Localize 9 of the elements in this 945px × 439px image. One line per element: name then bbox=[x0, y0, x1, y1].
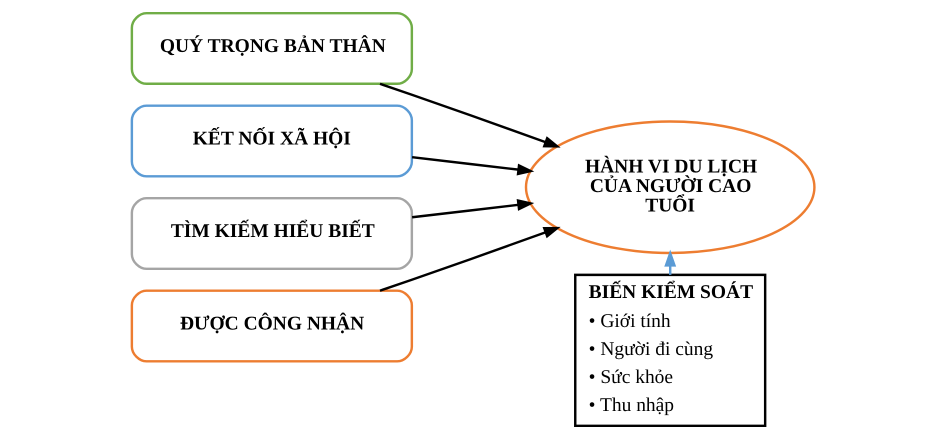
arrow bbox=[664, 250, 676, 275]
node-box: BIẾN KIỂM SOÁT • Giới tính • Người đi cùng • Sức khỏe • Thu nhập bbox=[574, 274, 766, 428]
node-box: ĐƯỢC CÔNG NHẬN bbox=[130, 290, 413, 363]
node-box: KẾT NỐI XÃ HỘI bbox=[130, 104, 413, 178]
arrow bbox=[411, 156, 534, 176]
node-box: TÌM KIẾM HIỂU BIẾT bbox=[130, 196, 413, 270]
arrow bbox=[411, 199, 534, 218]
node-box: QUÝ TRỌNG BẢN THÂN bbox=[130, 12, 413, 85]
node-ellipse: HÀNH VI DU LỊCH CỦA NGƯỜI CAO TUỔI bbox=[524, 120, 816, 254]
